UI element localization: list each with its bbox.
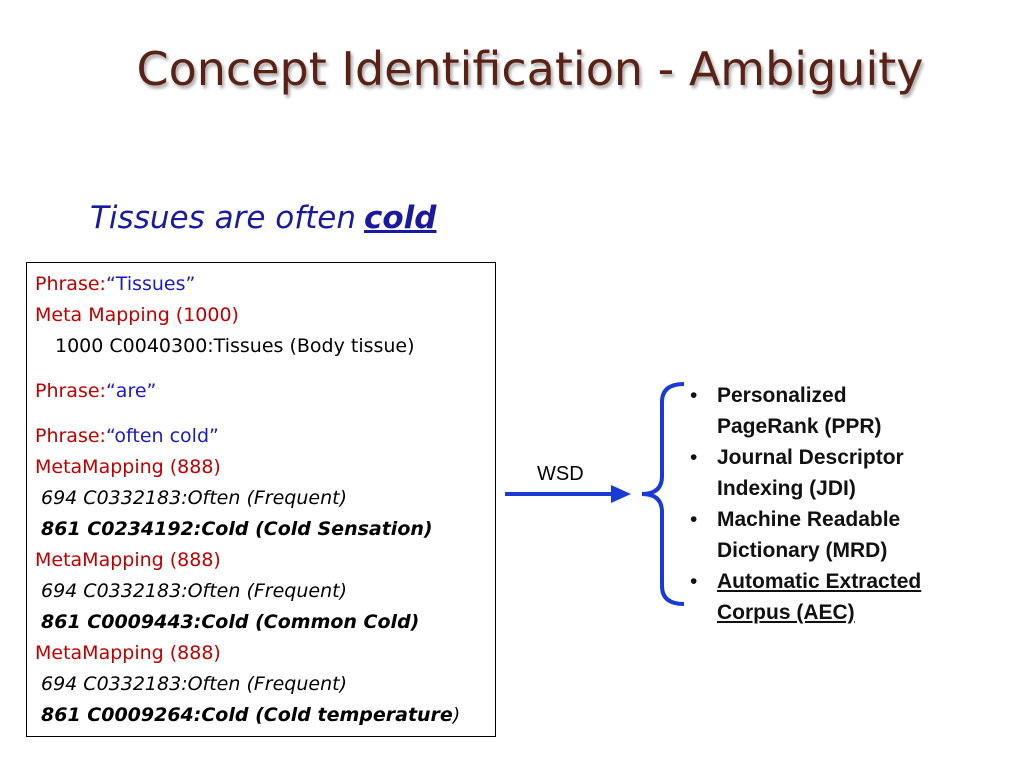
- sentence-text: Tissues are often: [90, 200, 356, 236]
- wsd-label: WSD: [537, 463, 584, 485]
- arrow-right-icon: [505, 485, 631, 503]
- mapping-entry: 861 C0009264:Cold (Cold temperature): [35, 700, 487, 731]
- mapping-entry: 694 C0332183:Often (Frequent): [41, 673, 347, 695]
- meta-mapping-header: MetaMapping (888): [35, 642, 221, 664]
- mapping-entry: 694 C0332183:Often (Frequent): [41, 580, 347, 602]
- mapping-entry-text: 861 C0009264:Cold (Cold temperature: [41, 704, 453, 726]
- phrase-label: Phrase:: [35, 273, 106, 295]
- phrase-label: Phrase:: [35, 425, 106, 447]
- phrase-line-often-cold: Phrase:“often cold”: [35, 421, 487, 452]
- meta-mapping-header: MetaMapping (888): [35, 456, 221, 478]
- mapping-entry: 861 C0234192:Cold (Cold Sensation): [41, 518, 433, 540]
- phrase-label: Phrase:: [35, 380, 106, 402]
- metamap-output-box: Phrase:“Tissues” Meta Mapping (1000) 100…: [26, 262, 496, 737]
- slide-title: Concept Identification - Ambiguity: [136, 42, 924, 96]
- phrase-line-are: Phrase:“are”: [35, 376, 487, 407]
- meta-mapping-header: MetaMapping (888): [35, 549, 221, 571]
- phrase-line-tissues: Phrase:“Tissues”: [35, 269, 487, 300]
- bullet-icon: •: [690, 446, 698, 469]
- ambiguous-keyword: cold: [364, 200, 437, 236]
- bullet-icon: •: [690, 508, 698, 531]
- curly-brace-icon: [641, 382, 685, 606]
- phrase-value: “often cold”: [105, 425, 219, 447]
- mapping-entry: 861 C0009443:Cold (Common Cold): [41, 611, 420, 633]
- meta-mapping-header: Meta Mapping (1000): [35, 304, 239, 326]
- mapping-entry: 694 C0332183:Often (Frequent): [41, 487, 347, 509]
- phrase-value: “are”: [105, 380, 157, 402]
- mapping-entry: 1000 C0040300:Tissues (Body tissue): [55, 335, 415, 357]
- closing-paren: ): [452, 704, 461, 726]
- bullet-icon: •: [690, 570, 698, 593]
- phrase-value: “Tissues”: [105, 273, 196, 295]
- bullet-icon: •: [690, 384, 698, 407]
